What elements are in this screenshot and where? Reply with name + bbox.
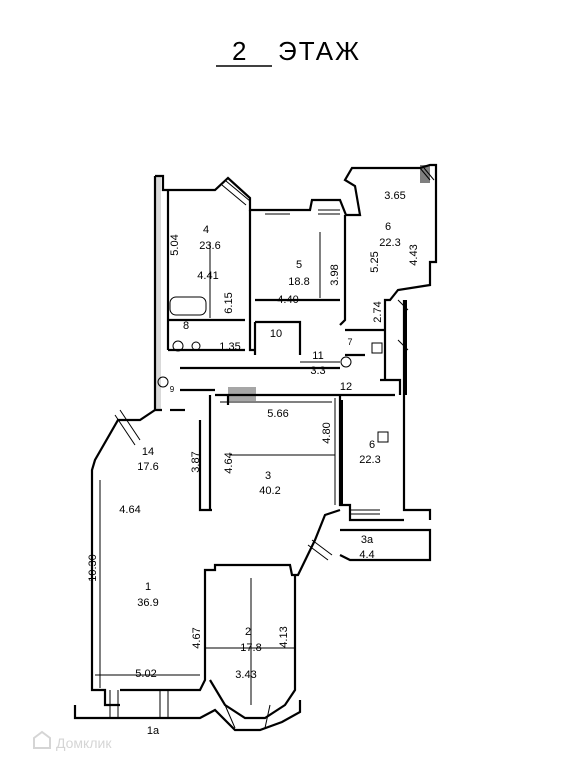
- room-3a-number: 3а: [361, 534, 374, 546]
- dim-label: 4.64: [119, 504, 140, 516]
- dim-label: 4.13: [278, 626, 290, 647]
- sink-icon: [191, 341, 201, 351]
- room-2-number: 2: [245, 626, 251, 638]
- room-12-area: 3.3: [310, 365, 325, 377]
- dimension-lines: [95, 232, 340, 705]
- house-logo-icon: [33, 730, 51, 749]
- room-10-number: 9: [170, 385, 175, 394]
- room-4-number: 4: [203, 224, 209, 236]
- dim-label: 5.04: [169, 234, 181, 255]
- dim-label: 3.43: [235, 669, 256, 681]
- room-3-area: 40.2: [259, 485, 280, 497]
- room-13-number: 12: [340, 381, 352, 393]
- room-14-area: 17.6: [137, 461, 158, 473]
- windows: [109, 167, 435, 729]
- dim-label: 5.02: [135, 668, 156, 680]
- room-3a-area: 4.4: [359, 549, 374, 561]
- room-7-area: 22.3: [359, 454, 380, 466]
- dim-label: 5.25: [369, 251, 381, 272]
- toilet-icon: [157, 376, 169, 388]
- dim-label: 10.30: [87, 554, 99, 582]
- room-5-area: 18.8: [288, 276, 309, 288]
- bathtub-icon: [169, 296, 207, 316]
- room-7-number: 6: [369, 439, 375, 451]
- dim-label: 4.41: [197, 270, 218, 282]
- fixture-icon: [377, 431, 389, 443]
- floor-word: ЭТАЖ: [278, 36, 361, 66]
- room-4-area: 23.6: [199, 240, 220, 252]
- room-5-number: 5: [296, 259, 302, 271]
- room-12-number: 11: [312, 350, 323, 362]
- dim-label: 6.15: [223, 292, 235, 313]
- toilet-icon: [340, 356, 352, 368]
- room-1-number: 1: [145, 581, 151, 593]
- fixtures: [157, 296, 389, 443]
- room-8-number: 7: [347, 337, 352, 347]
- room-1a-number: 1а: [147, 725, 160, 737]
- dim-label: 4.43: [408, 244, 420, 265]
- toilet-icon: [172, 340, 184, 352]
- dim-label: 2.74: [372, 301, 384, 322]
- room-labels: 4 23.6 5 18.8 6 22.3 8 10 11 3.3 7 12 9 …: [137, 221, 400, 737]
- shower-icon: [371, 342, 383, 354]
- dim-label: 3.98: [329, 264, 341, 285]
- dim-label: 4.40: [277, 294, 298, 306]
- room-9-number: 8: [183, 320, 189, 332]
- outer-walls: [73, 163, 438, 732]
- floor-title: 2 ЭТАЖ: [216, 36, 361, 67]
- dim-label: 4.64: [223, 452, 235, 473]
- dim-label: 3.87: [190, 451, 202, 472]
- room-1-area: 36.9: [137, 597, 158, 609]
- watermark: Домклик: [33, 730, 112, 751]
- room-6-area: 22.3: [379, 237, 400, 249]
- dim-label: 3.65: [384, 190, 405, 202]
- floor-number: 2: [232, 36, 248, 66]
- dim-label: 1.35: [219, 341, 240, 353]
- dim-label: 4.80: [321, 422, 333, 443]
- watermark-text: Домклик: [56, 735, 112, 751]
- dimension-labels: 5.04 4.41 6.15 1.35 3.98 4.40 3.65 5.25 …: [87, 190, 420, 681]
- room-3-number: 3: [265, 470, 271, 482]
- room-6-number: 6: [385, 221, 391, 233]
- room-11-number: 10: [270, 328, 282, 340]
- room-2-area: 17.8: [240, 642, 261, 654]
- room-14-number: 14: [142, 446, 154, 458]
- dim-label: 4.67: [191, 627, 203, 648]
- dim-label: 5.66: [267, 408, 288, 420]
